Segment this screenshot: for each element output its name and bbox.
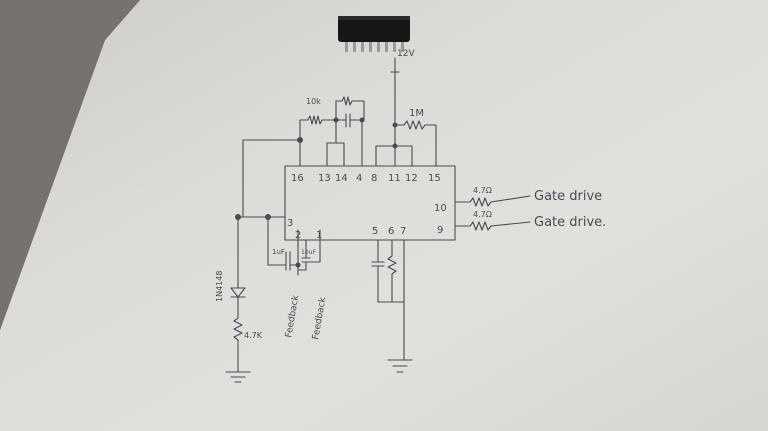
ic-body [284, 165, 456, 241]
wire-pin3 [237, 216, 286, 266]
label-4k7: 4.7K [244, 331, 263, 340]
node-pin3 [265, 214, 271, 220]
wire-pin6-res [387, 239, 397, 303]
label-diode: 1N4148 [215, 271, 224, 302]
pin-16: 16 [291, 173, 304, 184]
wire-pin2-pin1 [297, 229, 321, 263]
pin-6: 6 [388, 226, 394, 237]
pin-15: 15 [428, 173, 441, 184]
pin-11: 11 [388, 173, 401, 184]
ground-left [225, 371, 251, 383]
node-pin16 [297, 137, 303, 143]
pin-3: 3 [287, 218, 293, 229]
wire-rc-network [299, 113, 363, 167]
wire-1m [394, 120, 437, 167]
node-rc [333, 117, 339, 123]
label-4r7-b: 4.7Ω [473, 210, 492, 219]
wire-10k [335, 96, 365, 121]
label-10k: 10k [306, 97, 321, 106]
ground-bottom [387, 359, 413, 373]
wire-pin5-cap [371, 239, 405, 303]
label-1uf: 1uF [272, 248, 285, 256]
pin-10: 10 [434, 203, 447, 214]
node-rc-right [359, 117, 365, 123]
wire-pin10-out [454, 195, 531, 207]
paper-shadow [0, 0, 140, 330]
label-1m: 1M [409, 108, 424, 119]
wire-pin16-left [242, 139, 301, 218]
label-4r7-a: 4.7Ω [473, 186, 492, 195]
node-supply [392, 122, 398, 128]
label-12v: 12V [397, 49, 415, 59]
pin-9: 9 [437, 225, 443, 236]
label-10uf: 10uF [301, 249, 316, 256]
pin-2: 2 [295, 230, 301, 241]
pin-14: 14 [335, 173, 348, 184]
node-cap [295, 262, 301, 268]
pin-7: 7 [400, 226, 406, 237]
wire-pin9-out [454, 221, 531, 231]
label-gate-drive-1: Gate drive [534, 189, 602, 204]
pin-4: 4 [356, 173, 362, 184]
pin-8: 8 [371, 173, 377, 184]
node-left [235, 214, 241, 220]
resistor-4k7 [233, 317, 243, 373]
pin-12: 12 [405, 173, 418, 184]
label-gate-drive-2: Gate drive. [534, 215, 606, 230]
pin-5: 5 [372, 226, 378, 237]
ic-chip [338, 16, 410, 52]
diode-body [230, 277, 246, 319]
node-pins [392, 143, 398, 149]
pin-13: 13 [318, 173, 331, 184]
wire-pins-13-14 [326, 119, 345, 167]
pin-1: 1 [316, 230, 322, 241]
